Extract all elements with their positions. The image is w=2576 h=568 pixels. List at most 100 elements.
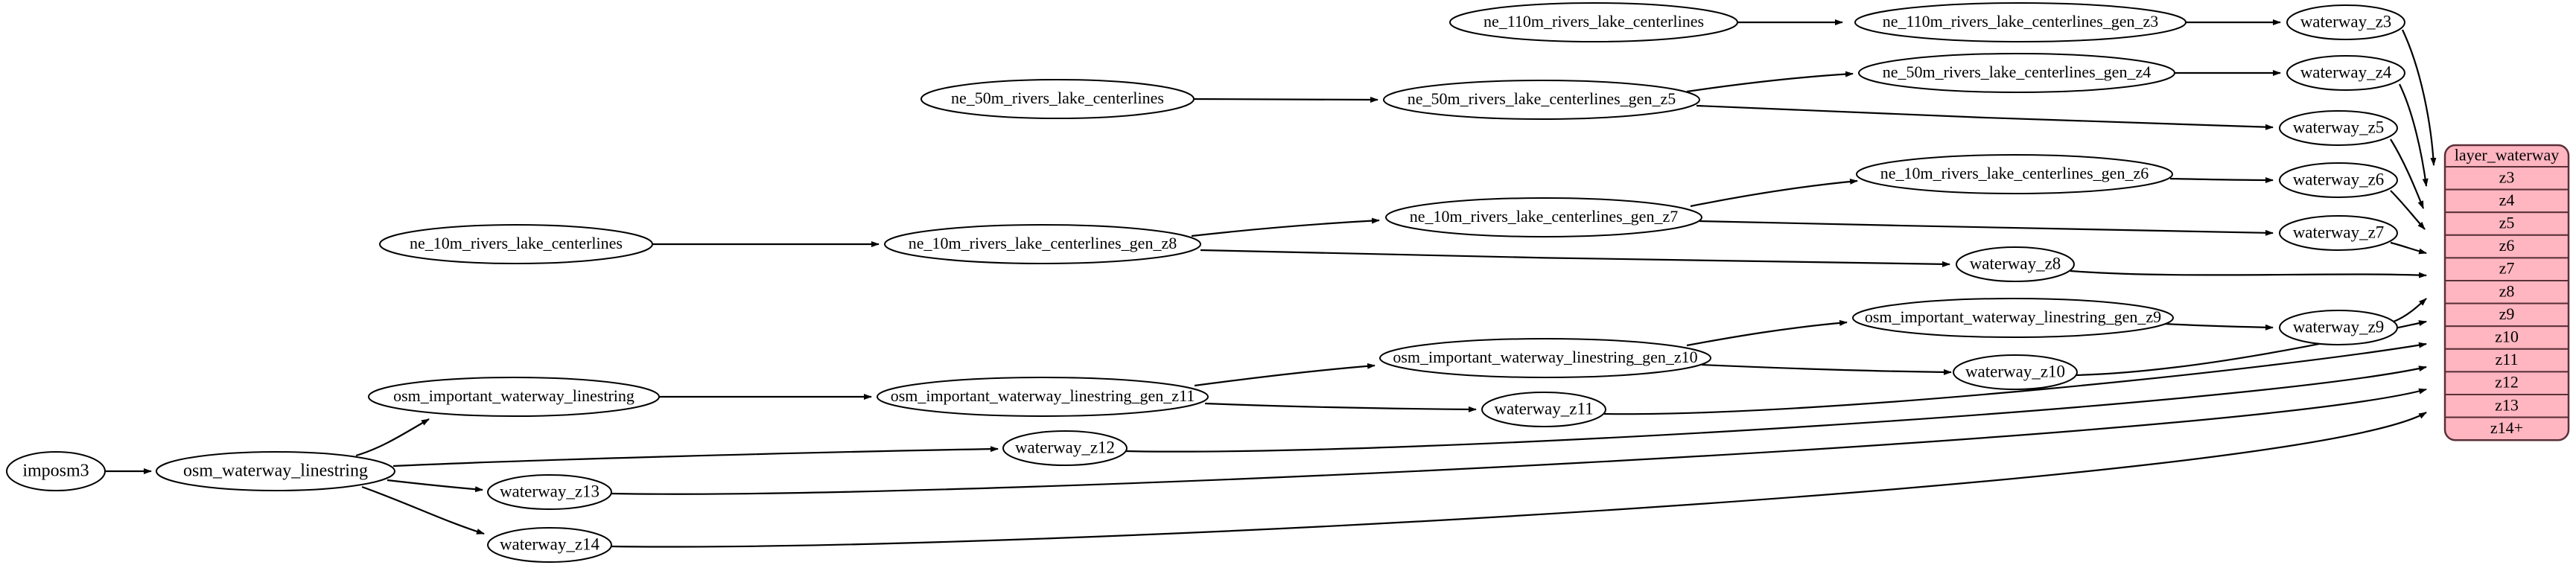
node-label: waterway_z12: [1015, 438, 1115, 456]
node-ellipse: [368, 377, 660, 417]
node-ellipse: [156, 451, 395, 491]
node-ellipse: [877, 377, 1209, 417]
node-ellipse: [1856, 154, 2173, 194]
edge-osm_important_waterway_linestring_gen_z11-to-osm_important_waterway_linestring_gen_z10: [1194, 363, 1376, 387]
node-osm_waterway_linestring[interactable]: osm_waterway_linestring: [156, 451, 395, 491]
table-row-z11[interactable]: [2445, 348, 2569, 373]
node-osm_important_waterway_linestring[interactable]: osm_important_waterway_linestring: [368, 377, 660, 417]
edge-ne_10m_rivers_lake_centerlines_gen_z7-to-ne_10m_rivers_lake_centerlines_gen_z6: [1690, 178, 1858, 208]
node-ne_50m_rivers_lake_centerlines[interactable]: ne_50m_rivers_lake_centerlines: [920, 79, 1195, 119]
node-waterway_z13[interactable]: waterway_z13: [487, 474, 612, 510]
node-ellipse: [2286, 4, 2405, 40]
edge-waterway_z9-to-table_z9: [2393, 298, 2427, 323]
node-label: waterway_z6: [2293, 170, 2385, 188]
edge-osm_waterway_linestring-to-waterway_z14: [361, 485, 485, 535]
edge-ne_50m_rivers_lake_centerlines_gen_z5-to-ne_50m_rivers_lake_centerlines_gen_z4: [1686, 71, 1854, 93]
node-label: ne_10m_rivers_lake_centerlines_gen_z6: [1880, 164, 2149, 182]
edge-ne_10m_rivers_lake_centerlines_gen_z6-to-waterway_z6: [2169, 176, 2274, 183]
node-ne_50m_rivers_lake_centerlines_gen_z5[interactable]: ne_50m_rivers_lake_centerlines_gen_z5: [1383, 80, 1700, 120]
table-row-z14+[interactable]: [2445, 416, 2569, 441]
node-ne_10m_rivers_lake_centerlines_gen_z6[interactable]: ne_10m_rivers_lake_centerlines_gen_z6: [1856, 154, 2173, 194]
node-waterway_z14[interactable]: waterway_z14: [487, 527, 612, 563]
node-ne_10m_rivers_lake_centerlines[interactable]: ne_10m_rivers_lake_centerlines: [379, 224, 653, 264]
table-row-z12[interactable]: [2445, 371, 2569, 395]
node-label: waterway_z13: [500, 482, 600, 500]
table-title: layer_waterway: [2455, 146, 2559, 165]
node-waterway_z11[interactable]: waterway_z11: [1481, 392, 1606, 427]
table-row-label-z5: z5: [2499, 214, 2515, 232]
table-row-label-z3: z3: [2499, 167, 2515, 186]
layer-waterway-table: layer_waterwayz3z4z5z6z7z8z9z10z11z12z13…: [2443, 144, 2570, 441]
node-ellipse: [487, 527, 612, 563]
edge-waterway_z8-to-table_z8: [2070, 269, 2427, 278]
node-ne_10m_rivers_lake_centerlines_gen_z7[interactable]: ne_10m_rivers_lake_centerlines_gen_z7: [1385, 197, 1702, 237]
table-row-z8[interactable]: [2445, 280, 2569, 304]
edge-osm_waterway_linestring-to-osm_important_waterway_linestring: [355, 418, 430, 457]
edge-waterway_z5-to-table_z5: [2390, 138, 2425, 209]
table-row-label-z8: z8: [2499, 281, 2515, 300]
edge-ne_10m_rivers_lake_centerlines_gen_z7-to-waterway_z7: [1699, 220, 2274, 236]
node-ellipse: [2286, 55, 2405, 91]
table-row-label-z4: z4: [2499, 191, 2515, 209]
node-ne_110m_rivers_lake_centerlines[interactable]: ne_110m_rivers_lake_centerlines: [1449, 2, 1738, 42]
node-label: ne_110m_rivers_lake_centerlines_gen_z3: [1883, 12, 2159, 31]
node-ellipse: [2279, 110, 2398, 146]
table-row-z5[interactable]: [2445, 211, 2569, 236]
edge-osm_important_waterway_linestring_gen_z11-to-waterway_z11: [1204, 402, 1477, 412]
node-ne_10m_rivers_lake_centerlines_gen_z8[interactable]: ne_10m_rivers_lake_centerlines_gen_z8: [884, 224, 1201, 264]
node-waterway_z9[interactable]: waterway_z9: [2279, 310, 2398, 345]
node-osm_important_waterway_linestring_gen_z10[interactable]: osm_important_waterway_linestring_gen_z1…: [1379, 338, 1711, 378]
edge-ne_50m_rivers_lake_centerlines_gen_z5-to-waterway_z5: [1696, 104, 2274, 130]
node-label: ne_50m_rivers_lake_centerlines_gen_z5: [1408, 89, 1676, 108]
node-ellipse: [2279, 215, 2398, 251]
node-waterway_z12[interactable]: waterway_z12: [1002, 430, 1128, 466]
node-ellipse: [1852, 298, 2174, 338]
node-label: ne_110m_rivers_lake_centerlines: [1483, 12, 1704, 31]
table-row-label-z14+: z14+: [2490, 418, 2523, 437]
node-waterway_z8[interactable]: waterway_z8: [1956, 246, 2075, 282]
node-ellipse: [1383, 80, 1700, 120]
node-label: osm_important_waterway_linestring_gen_z1…: [891, 386, 1195, 405]
node-ellipse: [487, 474, 612, 510]
node-label: waterway_z5: [2293, 118, 2385, 136]
node-label: waterway_z9: [2293, 317, 2385, 336]
node-ellipse: [1385, 197, 1702, 237]
node-label: waterway_z10: [1965, 362, 2065, 380]
node-label: ne_10m_rivers_lake_centerlines_gen_z8: [909, 234, 1177, 252]
node-label: waterway_z14: [500, 535, 600, 553]
table-row-label-z9: z9: [2499, 304, 2515, 323]
table-row-label-z11: z11: [2496, 350, 2519, 368]
node-ne_50m_rivers_lake_centerlines_gen_z4[interactable]: ne_50m_rivers_lake_centerlines_gen_z4: [1858, 53, 2175, 93]
node-osm_important_waterway_linestring_gen_z9[interactable]: osm_important_waterway_linestring_gen_z9: [1852, 298, 2174, 338]
node-osm_important_waterway_linestring_gen_z11[interactable]: osm_important_waterway_linestring_gen_z1…: [877, 377, 1209, 417]
node-waterway_z4[interactable]: waterway_z4: [2286, 55, 2405, 91]
node-waterway_z7[interactable]: waterway_z7: [2279, 215, 2398, 251]
edge-waterway_z6-to-table_z6: [2390, 190, 2426, 230]
node-ellipse: [1379, 338, 1711, 378]
edge-waterway_z14-to-table_z14: [610, 412, 2427, 548]
node-waterway_z5[interactable]: waterway_z5: [2279, 110, 2398, 146]
node-waterway_z3[interactable]: waterway_z3: [2286, 4, 2405, 40]
edge-ne_50m_rivers_lake_centerlines-to-ne_50m_rivers_lake_centerlines_gen_z5: [1193, 96, 1378, 103]
table-row-label-z13: z13: [2495, 395, 2519, 414]
edge-osm_important_waterway_linestring_gen_z10-to-waterway_z10: [1701, 363, 1952, 375]
edge-osm_waterway_linestring-to-waterway_z12: [392, 446, 999, 468]
node-ellipse: [2279, 162, 2398, 198]
edge-waterway_z12-to-table_z12: [1125, 366, 2427, 453]
node-label: waterway_z7: [2293, 223, 2385, 241]
node-waterway_z10[interactable]: waterway_z10: [1953, 354, 2078, 390]
edge-ne_10m_rivers_lake_centerlines_gen_z8-to-ne_10m_rivers_lake_centerlines_gen_z7: [1191, 217, 1380, 237]
table-row-label-z12: z12: [2495, 373, 2519, 392]
node-ellipse: [1858, 53, 2175, 93]
node-ne_110m_rivers_lake_centerlines_gen_z3[interactable]: ne_110m_rivers_lake_centerlines_gen_z3: [1854, 2, 2187, 42]
node-ellipse: [2279, 310, 2398, 345]
node-label: osm_important_waterway_linestring: [393, 386, 635, 405]
node-waterway_z6[interactable]: waterway_z6: [2279, 162, 2398, 198]
node-imposm3[interactable]: imposm3: [6, 451, 106, 491]
table-row-label-z6: z6: [2499, 236, 2515, 255]
node-ellipse: [884, 224, 1201, 264]
node-label: waterway_z4: [2300, 63, 2392, 81]
node-label: waterway_z8: [1970, 254, 2061, 272]
table-outline: [2443, 144, 2570, 441]
